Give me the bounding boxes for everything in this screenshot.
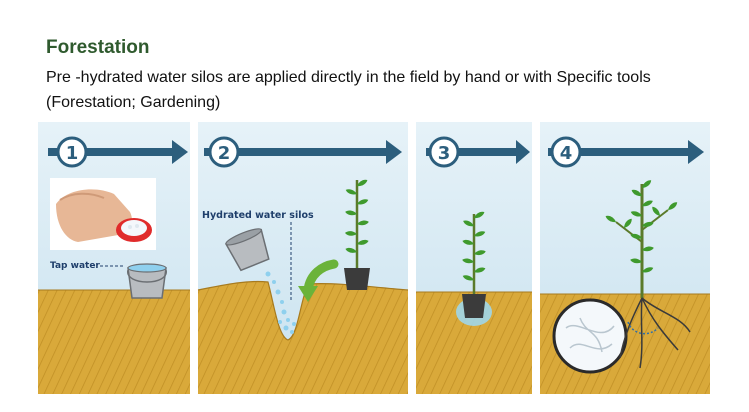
step-4-panel: 4 [540, 122, 710, 394]
root-ball-icon [554, 300, 626, 372]
step-3-panel: 3 [416, 122, 532, 394]
step-2-number: 2 [218, 143, 231, 164]
forestation-steps-illustration: 1 Tap water 2 H [38, 122, 710, 394]
step-4-number: 4 [560, 143, 573, 164]
hand-with-silos-icon [50, 178, 156, 250]
page-subtitle: Pre -hydrated water silos are applied di… [46, 65, 736, 115]
hydrated-water-silos-label: Hydrated water silos [202, 210, 314, 221]
page-title: Forestation [46, 37, 149, 59]
step-3-number: 3 [438, 143, 451, 164]
step-2-panel: 2 Hydrated water silos [198, 122, 408, 394]
step-1-panel: 1 Tap water [38, 122, 190, 394]
tap-water-label: Tap water [50, 261, 100, 271]
step-1-number: 1 [66, 143, 79, 164]
bucket-icon [128, 264, 166, 298]
